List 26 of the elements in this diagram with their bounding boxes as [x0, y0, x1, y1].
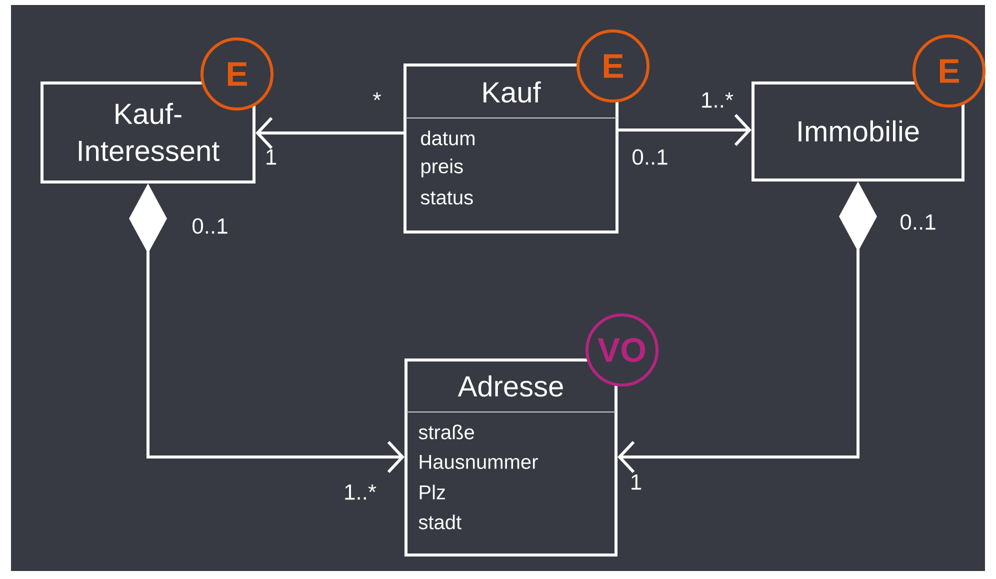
multiplicity-label: 0..1 [900, 214, 936, 230]
multiplicity-label: 1 [632, 474, 642, 490]
attribute: stadt [418, 514, 462, 530]
attribute: status [420, 191, 473, 205]
stereotype-badge: VO [586, 314, 658, 386]
class-box [752, 82, 964, 182]
multiplicity-label: 1..* [702, 92, 734, 108]
multiplicity-label: 0..1 [632, 149, 668, 165]
multiplicity-label: 1..* [345, 484, 376, 500]
attribute: straße [418, 424, 474, 440]
multiplicity-label: 0..1 [192, 218, 228, 234]
class-name: Kauf [484, 81, 541, 103]
multiplicity-label: * [373, 92, 381, 100]
association-line [256, 116, 404, 150]
class-name: Immobilie [798, 120, 919, 142]
attribute: Plz [420, 484, 445, 500]
multiplicity-label: 1 [266, 149, 276, 165]
stereotype-badge: E [200, 38, 274, 110]
association-line [618, 114, 752, 146]
stereotype-badge: E [576, 30, 650, 102]
stereotype-badge: E [912, 34, 986, 108]
node-label: E [940, 59, 960, 83]
class-name: Adresse [458, 375, 563, 397]
attribute: Hausnummer [420, 455, 538, 469]
attribute: preis [422, 158, 463, 178]
attribute: datum [421, 130, 474, 146]
